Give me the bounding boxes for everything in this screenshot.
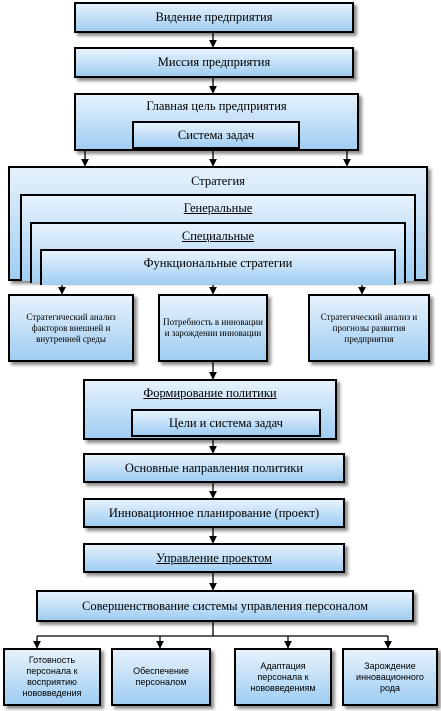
- outcome-label-adaptation: Адаптация персонала к нововведениям: [250, 660, 316, 693]
- policy-directions-label: Основные направления политики: [124, 460, 304, 475]
- personnel-system-label: Совершенствование системы управления пер…: [81, 598, 369, 613]
- mission-box: Миссия предприятия: [74, 47, 354, 78]
- task-system-box: Система задач: [132, 121, 300, 149]
- special-strategies-label: Специальные: [181, 229, 255, 243]
- branch-box-innovation-need: Потребность в инновации и зарождении инн…: [158, 294, 268, 362]
- branch-label-environment-analysis: Стратегический анализ факторов внешней и…: [26, 311, 116, 344]
- innovation-planning-box: Инновационное планирование (проект): [83, 498, 345, 528]
- general-strategies-label: Генеральные: [183, 201, 253, 215]
- outcome-label-staffing: Обеспечение персоналом: [133, 666, 189, 687]
- branch-label-innovation-need: Потребность в инновации и зарождении инн…: [163, 317, 263, 338]
- main-goal-box: Главная цель предприятия Система задач: [74, 93, 359, 151]
- special-strategies-box: Специальные Функциональные стратегии: [30, 222, 406, 285]
- functional-strategies-box: Функциональные стратегии: [40, 249, 396, 285]
- strategy-title: Стратегия: [191, 174, 245, 188]
- outcome-label-innovation-origin: Зарождение инновационного рода: [356, 660, 424, 693]
- task-system-label: Система задач: [177, 127, 255, 142]
- policy-title: Формирование политики: [143, 386, 277, 400]
- project-management-box: Управление проектом: [83, 543, 345, 573]
- mission-label: Миссия предприятия: [157, 55, 271, 69]
- personnel-system-box: Совершенствование системы управления пер…: [36, 590, 414, 622]
- vision-box: Видение предприятия: [74, 2, 354, 33]
- branch-label-development-forecast: Стратегический анализ и прогнозы развити…: [320, 311, 418, 344]
- strategy-box: Стратегия Генеральные Специальные Функци…: [8, 166, 428, 285]
- outcome-box-readiness: Готовность персонала к восприятию нововв…: [3, 648, 101, 706]
- outcome-box-innovation-origin: Зарождение инновационного рода: [342, 648, 438, 706]
- project-management-label: Управление проектом: [156, 550, 272, 565]
- functional-strategies-label: Функциональные стратегии: [143, 256, 293, 270]
- policy-box: Формирование политики Цели и система зад…: [83, 379, 337, 440]
- branch-box-environment-analysis: Стратегический анализ факторов внешней и…: [8, 294, 134, 362]
- outcome-box-staffing: Обеспечение персоналом: [111, 648, 211, 706]
- policy-goals-box: Цели и система задач: [131, 409, 321, 437]
- outcome-label-readiness: Готовность персонала к восприятию нововв…: [22, 655, 82, 698]
- policy-directions-box: Основные направления политики: [83, 453, 345, 483]
- general-strategies-box: Генеральные Специальные Функциональные с…: [20, 194, 416, 285]
- vision-label: Видение предприятия: [155, 10, 273, 24]
- innovation-planning-label: Инновационное планирование (проект): [108, 505, 320, 520]
- main-goal-title: Главная цель предприятия: [146, 99, 287, 113]
- policy-goals-label: Цели и система задач: [169, 415, 283, 430]
- outcome-box-adaptation: Адаптация персонала к нововведениям: [234, 648, 332, 706]
- branch-box-development-forecast: Стратегический анализ и прогнозы развити…: [308, 294, 430, 362]
